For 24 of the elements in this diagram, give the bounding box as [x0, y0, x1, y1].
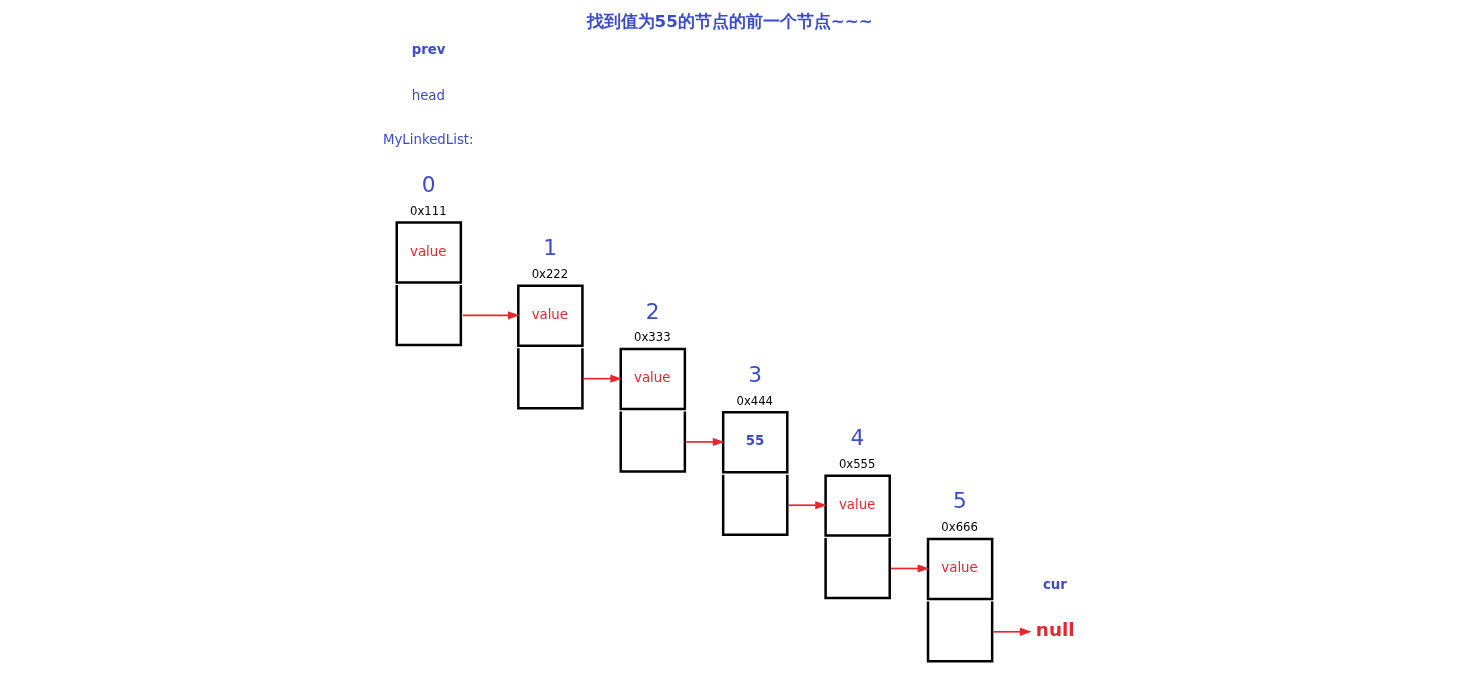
node-label: 3 — [748, 361, 762, 387]
arrow — [787, 501, 827, 510]
node-text: null — [1035, 618, 1075, 640]
node-label: 0x111 — [410, 203, 447, 218]
node-label: 0 — [421, 171, 436, 197]
node-label: 0x555 — [838, 456, 876, 471]
arrow — [992, 627, 1032, 636]
node-label: 0x666 — [941, 520, 978, 535]
arrow — [462, 311, 520, 320]
diagram-title: 找到值为55的节点的前一个节点~~~ — [586, 12, 873, 32]
arrow — [890, 564, 930, 573]
arrow — [582, 374, 622, 383]
node-label: 4 — [850, 425, 865, 451]
label: MyLinkedList: — [382, 132, 474, 148]
node-label: 0x333 — [634, 330, 671, 345]
node-label: 1 — [543, 235, 558, 261]
label: head — [411, 87, 445, 103]
arrow — [685, 437, 725, 446]
label: cur — [1042, 577, 1067, 593]
node-label: 5 — [953, 488, 967, 514]
node-label: 2 — [645, 298, 660, 324]
node-label: 0x222 — [531, 267, 569, 282]
label: prev — [411, 41, 446, 57]
node-label: 0x444 — [736, 393, 774, 408]
